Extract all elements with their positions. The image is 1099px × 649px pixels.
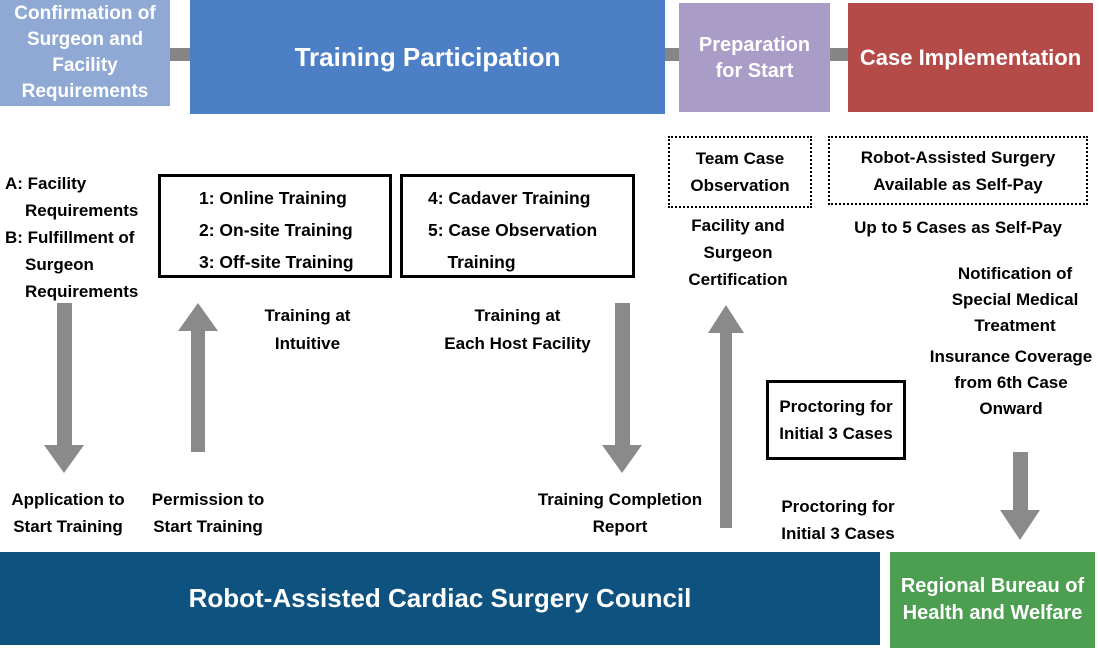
arrow-shaft xyxy=(56,303,72,445)
team-case-observation-box: Team Case Observation xyxy=(668,136,812,208)
arrow-head xyxy=(708,305,744,333)
training-steps-1-3-box: 1: Online Training 2: On-site Training 3… xyxy=(158,174,392,278)
facility-surgeon-certification-label: Facility and Surgeon Certification xyxy=(688,216,788,289)
training-at-intuitive-label: Training at Intuitive xyxy=(264,306,351,353)
arrow-shaft xyxy=(1012,452,1028,510)
stage-connector-1 xyxy=(162,48,196,61)
council-bar: Robot-Assisted Cardiac Surgery Council xyxy=(0,552,880,645)
regional-bureau-box: Regional Bureau of Health and Welfare xyxy=(890,552,1095,648)
notification-special-treatment-label: Notification of Special Medical Treatmen… xyxy=(951,264,1079,335)
self-pay-surgery-box: Robot-Assisted Surgery Available as Self… xyxy=(828,136,1088,205)
stage-case-implementation: Case Implementation xyxy=(848,3,1093,112)
completion-report-down-arrow-icon xyxy=(602,303,642,473)
proctoring-initial-cases-label: Proctoring for Initial 3 Cases xyxy=(781,497,895,543)
permission-to-start-label: Permission to Start Training xyxy=(151,490,265,536)
permission-up-arrow-icon xyxy=(178,303,218,452)
training-at-host-facility-label: Training at Each Host Facility xyxy=(444,306,591,353)
training-completion-report-label: Training Completion Report xyxy=(537,490,703,536)
application-to-start-label: Application to Start Training xyxy=(11,490,125,536)
training-steps-4-5-box: 4: Cadaver Training 5: Case Observation … xyxy=(400,174,635,278)
application-down-arrow-icon xyxy=(44,303,84,473)
up-to-5-cases-label: Up to 5 Cases as Self-Pay xyxy=(854,218,1062,237)
arrow-shaft xyxy=(614,303,630,445)
arrow-shaft xyxy=(191,331,205,452)
arrow-shaft xyxy=(720,333,732,528)
notification-down-arrow-icon xyxy=(1000,452,1040,540)
stage-confirmation-requirements: Confirmation of Surgeon and Facility Req… xyxy=(0,0,170,106)
certification-up-arrow-icon xyxy=(708,305,744,528)
arrow-head xyxy=(44,445,84,473)
stage-training-participation: Training Participation xyxy=(190,0,665,114)
arrow-head xyxy=(602,445,642,473)
proctoring-box: Proctoring for Initial 3 Cases xyxy=(766,380,906,460)
requirement-item-a: A: Facility Requirements xyxy=(5,174,139,220)
stage-preparation-for-start: Preparation for Start xyxy=(679,3,830,112)
stage-connector-3 xyxy=(822,48,856,61)
arrow-head xyxy=(178,303,218,331)
arrow-head xyxy=(1000,510,1040,540)
requirements-list: A: Facility Requirements B: Fulfillment … xyxy=(5,170,157,305)
requirement-item-b: B: Fulfillment of Surgeon Requirements xyxy=(5,228,139,301)
insurance-coverage-label: Insurance Coverage from 6th Case Onward xyxy=(929,347,1093,418)
